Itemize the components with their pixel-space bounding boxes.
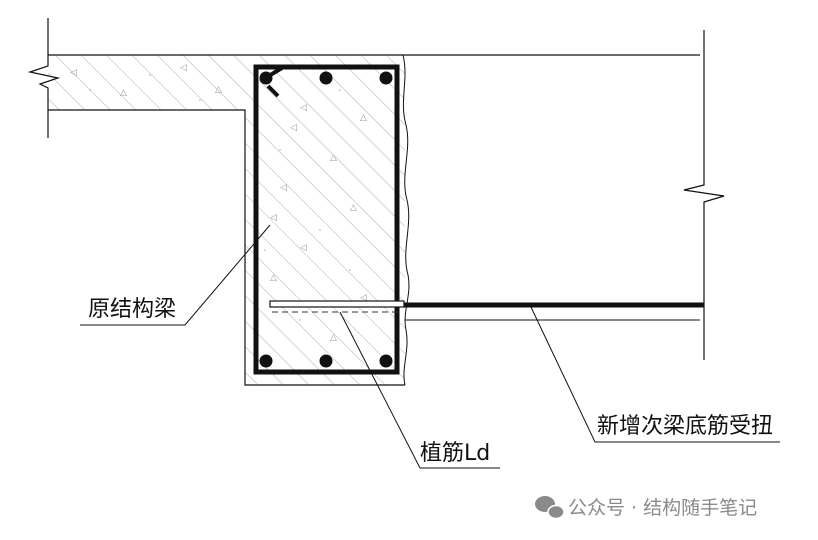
interface-wavy-line xyxy=(402,54,410,386)
svg-text:△: △ xyxy=(360,113,367,123)
svg-text:△: △ xyxy=(120,88,127,98)
top-bar-left xyxy=(259,71,273,85)
svg-text:△: △ xyxy=(330,333,337,343)
leader-original-beam xyxy=(80,224,271,326)
svg-text:△: △ xyxy=(270,273,277,283)
concrete-hatch: ◁ △ ◁ △ ◁ △ ◁ △ ◁ △ ◁ △ ◁ △ ◁ xyxy=(48,55,405,385)
bottom-bar-middle xyxy=(319,354,333,368)
wechat-icon xyxy=(535,496,565,520)
watermark-text: 公众号 · 结构随手笔记 xyxy=(568,497,757,519)
svg-text:◁: ◁ xyxy=(290,123,297,133)
svg-text:△: △ xyxy=(215,85,222,95)
label-planted-rebar: 植筋Ld xyxy=(420,441,490,466)
svg-text:◁: ◁ xyxy=(270,213,277,223)
label-new-beam-torsion: 新增次梁底筋受扭 xyxy=(597,414,773,439)
svg-text:◁: ◁ xyxy=(180,63,187,73)
top-bar-middle xyxy=(319,71,333,85)
svg-text:◁: ◁ xyxy=(360,293,367,303)
svg-text:◁: ◁ xyxy=(70,68,77,78)
svg-text:◁: ◁ xyxy=(280,183,287,193)
svg-text:△: △ xyxy=(330,153,337,163)
label-original-beam: 原结构梁 xyxy=(88,297,176,322)
slab-and-beam-outline xyxy=(48,54,700,386)
leader-new-beam xyxy=(529,304,780,443)
stirrup xyxy=(253,64,400,375)
rebar-dots xyxy=(259,71,393,368)
planted-rebar xyxy=(269,300,405,308)
bottom-bar-left xyxy=(259,354,273,368)
svg-text:◁: ◁ xyxy=(300,243,307,253)
svg-text:◁: ◁ xyxy=(300,103,307,113)
right-break-line xyxy=(683,30,725,360)
leader-planted-rebar xyxy=(339,311,500,469)
top-bar-right xyxy=(379,71,393,85)
bottom-bar-right xyxy=(379,354,393,368)
left-break-line xyxy=(27,18,61,138)
svg-text:△: △ xyxy=(350,203,357,213)
